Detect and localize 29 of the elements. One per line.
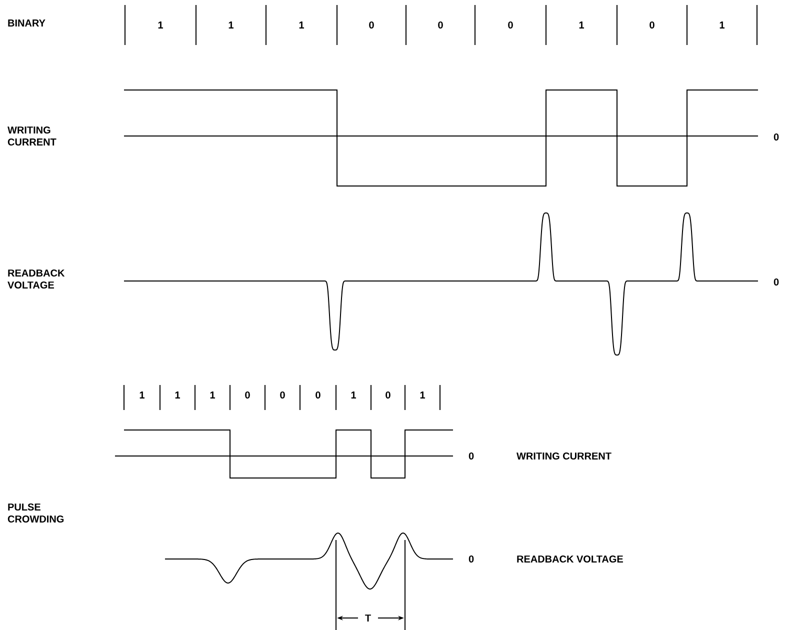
- bit-label: 0: [650, 21, 654, 29]
- bit-label: 0: [386, 391, 390, 399]
- bit-label: 1: [140, 392, 144, 398]
- dimension-label: T: [365, 614, 371, 622]
- zero-label: 0: [468, 452, 474, 460]
- row-label: READBACK VOLTAGE: [8, 269, 65, 289]
- zero-label: 0: [468, 555, 474, 563]
- row-label: READBACK VOLTAGE: [517, 555, 623, 563]
- bit-label: 0: [316, 391, 320, 399]
- row-label: WRITING CURRENT: [516, 452, 612, 460]
- bit-label: 0: [280, 391, 285, 399]
- bit-label: 0: [369, 21, 374, 29]
- bit-label: 1: [299, 22, 304, 28]
- bit-label: 0: [245, 391, 250, 399]
- bit-label: 1: [720, 22, 725, 28]
- bit-label: 1: [158, 22, 163, 28]
- bit-label: 1: [210, 392, 215, 398]
- bit-label: 0: [438, 21, 443, 29]
- bit-label: 1: [420, 392, 425, 398]
- bit-label: 1: [228, 22, 234, 28]
- row-label: WRITING CURRENT: [8, 126, 56, 146]
- row-label: PULSE CROWDING: [8, 503, 64, 523]
- bit-label: 1: [351, 392, 356, 398]
- zero-label: 0: [774, 133, 779, 141]
- row-label: BINARY: [8, 20, 46, 26]
- bit-label: 1: [175, 392, 180, 398]
- bit-label: 1: [579, 22, 584, 28]
- zero-label: 0: [774, 278, 779, 286]
- bit-label: 0: [508, 21, 513, 29]
